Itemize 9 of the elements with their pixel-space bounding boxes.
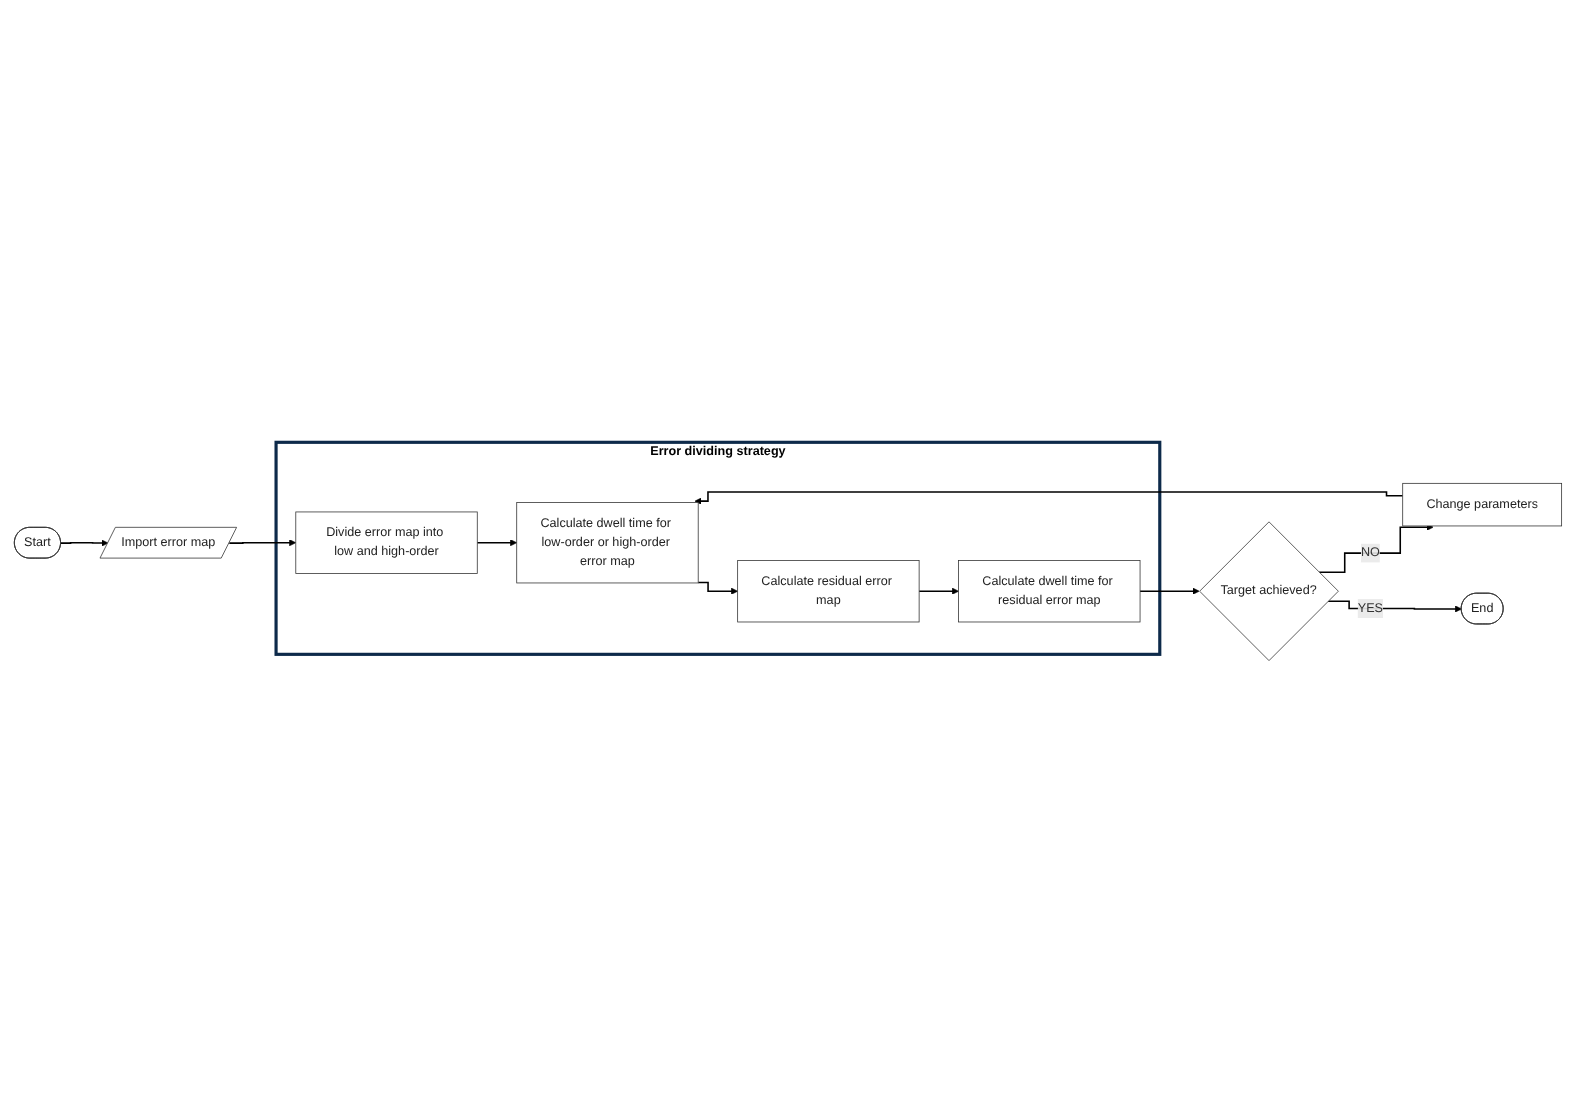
arrow <box>475 539 517 547</box>
arrow <box>59 540 108 548</box>
arrow <box>227 539 296 547</box>
arrow <box>1317 524 1433 574</box>
arrow <box>1138 588 1199 596</box>
arrow <box>693 491 1403 506</box>
arrow <box>696 582 737 596</box>
arrow <box>1326 601 1461 613</box>
arrow <box>917 588 958 596</box>
